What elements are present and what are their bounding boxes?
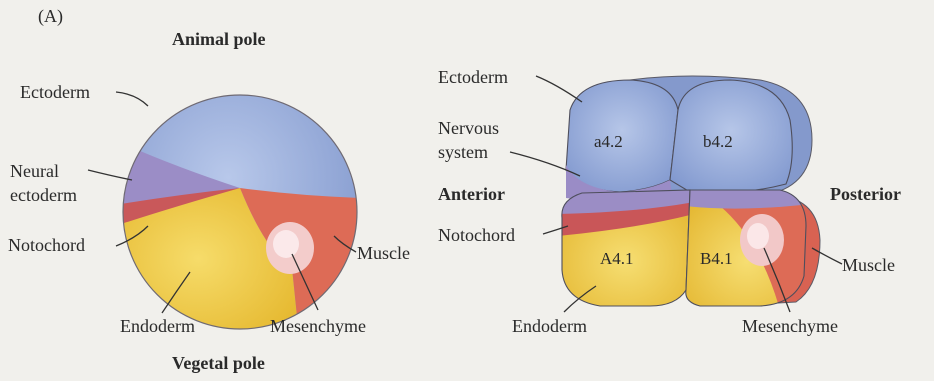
left-embryo	[115, 90, 362, 345]
right-ectoderm-leader	[536, 76, 582, 102]
left-neural-label-2: ectoderm	[10, 185, 77, 205]
right-embryo: a4.2 b4.2 A4.1 B4.1	[558, 76, 820, 310]
left-vegetal-pole-label: Vegetal pole	[172, 353, 265, 373]
cell-A41-label: A4.1	[600, 249, 634, 268]
left-endoderm-label: Endoderm	[120, 316, 195, 336]
right-nervous-strip-B	[684, 188, 810, 209]
left-mesenchyme-highlight	[273, 230, 299, 258]
right-posterior-label: Posterior	[830, 184, 901, 204]
cell-B41-label: B4.1	[700, 249, 733, 268]
right-nervous-label-2: system	[438, 142, 488, 162]
left-muscle-label: Muscle	[357, 243, 410, 263]
left-ectoderm-leader	[116, 92, 148, 106]
right-mesenchyme-label: Mesenchyme	[742, 316, 838, 336]
panel-label: (A)	[38, 6, 63, 27]
right-nervous-label-1: Nervous	[438, 118, 499, 138]
right-notochord-label: Notochord	[438, 225, 515, 245]
right-ectoderm-label: Ectoderm	[438, 67, 508, 87]
left-ectoderm-label: Ectoderm	[20, 82, 90, 102]
left-neural-leader	[88, 170, 132, 180]
right-muscle-label: Muscle	[842, 255, 895, 275]
cell-a42-label: a4.2	[594, 132, 623, 151]
cell-b42-label: b4.2	[703, 132, 733, 151]
left-mesenchyme-label: Mesenchyme	[270, 316, 366, 336]
left-neural-label-1: Neural	[10, 161, 59, 181]
left-notochord-label: Notochord	[8, 235, 85, 255]
right-anterior-label: Anterior	[438, 184, 505, 204]
right-mesenchyme-highlight	[747, 223, 769, 249]
right-endoderm-label: Endoderm	[512, 316, 587, 336]
left-animal-pole-label: Animal pole	[172, 29, 266, 49]
